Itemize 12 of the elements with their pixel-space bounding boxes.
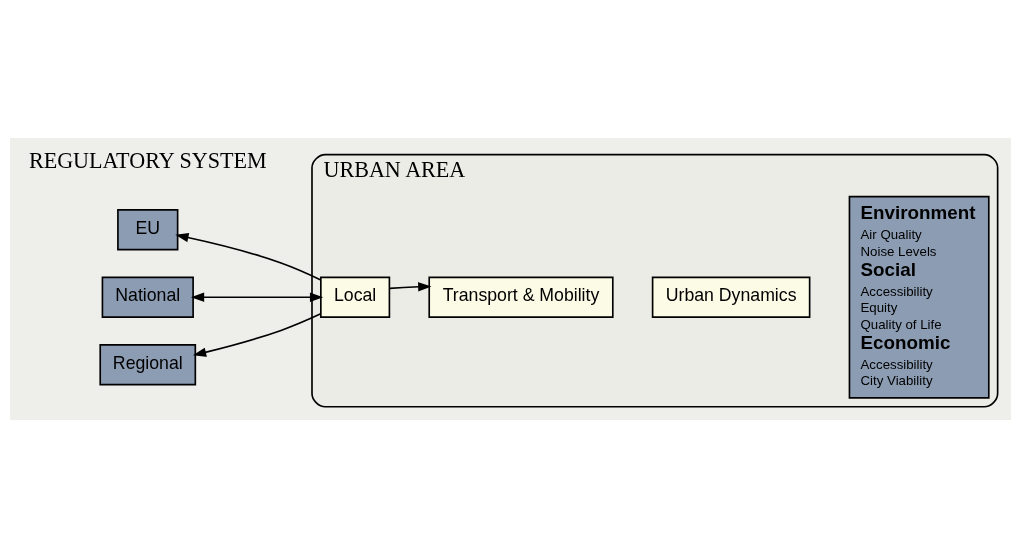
arrow <box>192 313 322 357</box>
node-box: National <box>101 276 194 318</box>
node-box: Environment Air Quality Noise Levels Social Accessibility Equity Quality of Life Economic Accessibility City Viability <box>848 195 990 399</box>
arrow <box>190 292 323 302</box>
node-box: Regional <box>98 343 196 386</box>
arrow <box>174 233 322 281</box>
node-box: EU <box>116 209 178 251</box>
arrow <box>388 282 431 292</box>
node-box: Transport & Mobility <box>427 276 614 318</box>
node-box: Urban Dynamics <box>651 276 810 318</box>
label: REGULATORY SYSTEM <box>28 147 267 173</box>
node-box: Local <box>319 276 390 318</box>
